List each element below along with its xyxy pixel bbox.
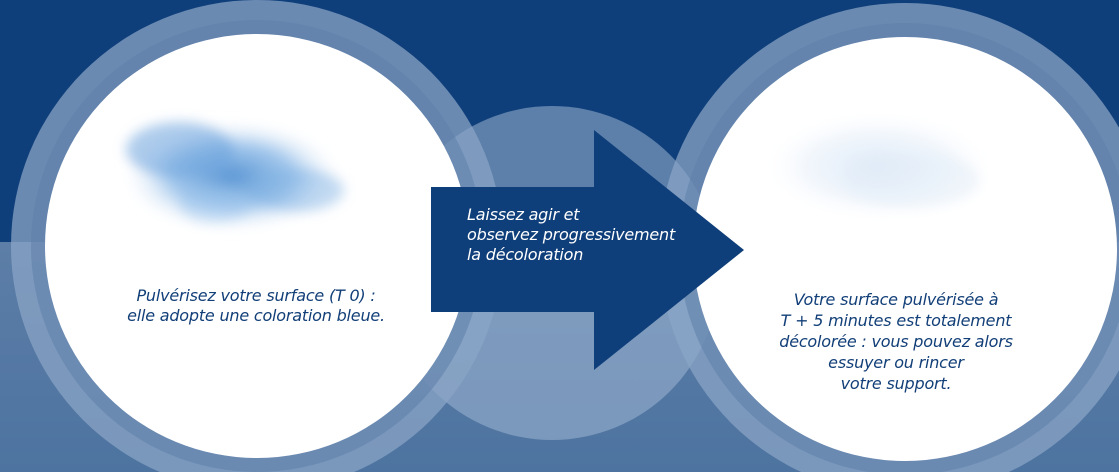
faded-stain-icon: [760, 111, 996, 221]
right-arrow-icon: [431, 130, 744, 370]
right-white-circle: [693, 37, 1117, 461]
blue-spray-stain-icon: [120, 119, 344, 233]
middle-caption: Laissez agir et observez progressivement…: [467, 205, 676, 264]
left-white-circle: [45, 34, 469, 458]
end-caption: Votre surface pulvérisée à T + 5 minutes…: [779, 290, 1013, 393]
start-caption: Pulvérisez votre surface (T 0) : elle ad…: [127, 286, 385, 325]
